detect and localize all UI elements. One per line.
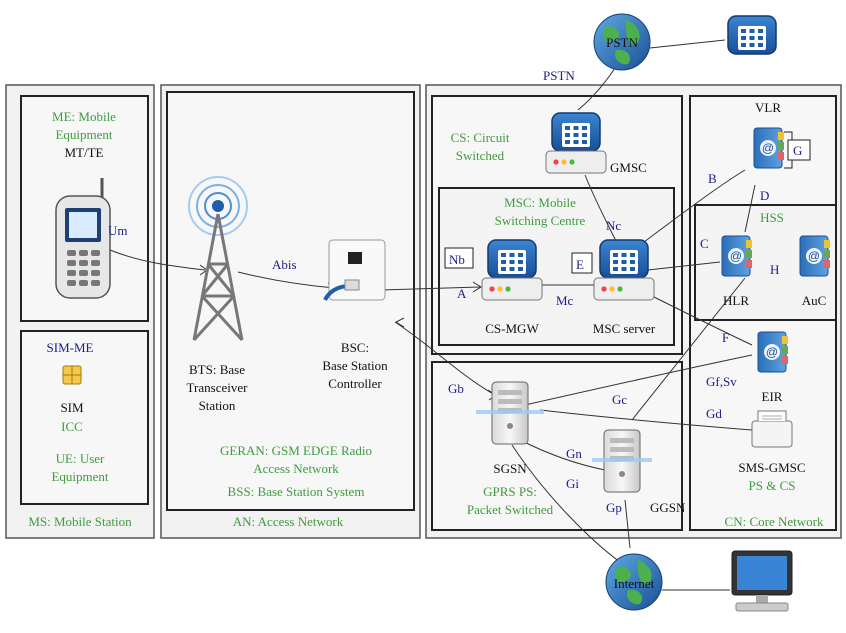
- link-sgsn-internet: [511, 444, 621, 563]
- interface-e: E: [576, 257, 584, 272]
- nb-box: [444, 247, 474, 269]
- interface-gb: Gb: [448, 381, 464, 396]
- ggsn-label: GGSN: [650, 500, 686, 515]
- sgsn-label: SGSN: [493, 461, 527, 476]
- interface-nc: Nc: [606, 218, 621, 233]
- ggsn-server-icon: [592, 429, 652, 493]
- interface-nb: Nb: [449, 252, 465, 267]
- interface-gd: Gd: [706, 406, 722, 421]
- gprs-title-line2: Packet Switched: [467, 502, 554, 517]
- bss-label: BSS: Base Station System: [228, 484, 365, 499]
- gmsc-label: GMSC: [610, 160, 647, 175]
- mt-te-label: MT/TE: [65, 145, 104, 160]
- link-bsc-csmgw: [379, 286, 481, 291]
- geran-line1: GERAN: GSM EDGE Radio: [220, 443, 372, 458]
- interface-a: A: [457, 286, 467, 301]
- pstn-label: PSTN: [543, 68, 575, 83]
- mobile-phone-icon: [55, 178, 111, 299]
- bsc-label-line1: BSC:: [341, 340, 369, 355]
- cn-footer: CN: Core Network: [725, 514, 824, 529]
- msc-server-switch-icon: [593, 239, 655, 301]
- me-title-line1: ME: Mobile: [52, 109, 116, 124]
- sgsn-server-icon: [476, 381, 544, 445]
- msc-server-label: MSC server: [593, 321, 656, 336]
- link-sgsn-ggsn: [519, 439, 606, 471]
- link-ggsn-internet: [624, 499, 631, 549]
- cs-title-line2: Switched: [456, 148, 505, 163]
- eir-label: EIR: [762, 389, 783, 404]
- gmsc-switch-icon: [545, 112, 607, 174]
- bsc-label-line3: Controller: [328, 376, 382, 391]
- g-box: [787, 139, 811, 161]
- bts-tower-icon: [188, 176, 248, 342]
- pstn-globe-label: PSTN: [606, 35, 638, 50]
- interface-f: F: [722, 330, 729, 345]
- vlr-label: VLR: [755, 100, 781, 115]
- ue-title-line1: UE: User: [56, 451, 105, 466]
- an-panel: [160, 84, 421, 539]
- link-msc-hlr: [647, 261, 721, 271]
- interface-d: D: [760, 188, 769, 203]
- msc-title-line1: MSC: Mobile: [504, 195, 576, 210]
- sim-label: SIM: [60, 400, 84, 415]
- me-title-line2: Equipment: [55, 127, 112, 142]
- link-bts-bsc: [237, 271, 336, 289]
- interface-gn: Gn: [566, 446, 582, 461]
- bsc-label-line2: Base Station: [322, 358, 388, 373]
- ps-cs-label: PS & CS: [749, 478, 796, 493]
- link-ggsn-hlr: [631, 277, 746, 421]
- link-phone-bts: [109, 249, 206, 271]
- auc-label: AuC: [802, 293, 827, 308]
- interface-h: H: [770, 262, 779, 277]
- sim-card-icon: [62, 365, 82, 385]
- link-sgsn-smsgmsc: [539, 409, 753, 431]
- interface-gc: Gc: [612, 392, 627, 407]
- vlr-database-icon: [753, 127, 785, 169]
- link-bsc-sgsn: [394, 321, 496, 396]
- interface-abis: Abis: [272, 257, 297, 272]
- interface-um: Um: [108, 223, 128, 238]
- interface-c: C: [700, 236, 709, 251]
- bsc-router-icon: [323, 239, 386, 302]
- hlr-label: HLR: [723, 293, 749, 308]
- sms-gmsc-icon: [751, 410, 793, 448]
- link-vlr-hlr: [744, 184, 756, 233]
- cs-title-line1: CS: Circuit: [451, 130, 510, 145]
- link-sgsn-eir: [524, 354, 753, 406]
- ms-footer: MS: Mobile Station: [28, 514, 132, 529]
- gprs-title-line1: GPRS PS:: [483, 484, 537, 499]
- sms-gmsc-label: SMS-GMSC: [738, 460, 805, 475]
- bts-label-line1: BTS: Base: [189, 362, 245, 377]
- interface-g: G: [793, 143, 802, 158]
- e-box: [571, 252, 593, 274]
- csmgw-switch-icon: [481, 239, 543, 301]
- hlr-database-icon: [721, 235, 753, 277]
- connection-lines: [109, 39, 756, 591]
- an-footer: AN: Access Network: [233, 514, 344, 529]
- csmgw-label: CS-MGW: [485, 321, 539, 336]
- eir-database-icon: [757, 331, 789, 373]
- interface-mc: Mc: [556, 293, 574, 308]
- ue-title-line2: Equipment: [51, 469, 108, 484]
- interface-gp: Gp: [606, 500, 622, 515]
- core-panel: [425, 84, 842, 539]
- geran-line2: Access Network: [253, 461, 339, 476]
- bts-label-line2: Transceiver: [187, 380, 249, 395]
- interface-b: B: [708, 171, 717, 186]
- icc-label: ICC: [61, 419, 83, 434]
- computer-icon: [731, 550, 793, 612]
- ms-panel: [5, 84, 155, 539]
- telephone-icon: [727, 15, 777, 55]
- link-pstn-phone: [649, 39, 726, 49]
- interface-gf-sv: Gf,Sv: [706, 374, 737, 389]
- interface-gi: Gi: [566, 476, 579, 491]
- msc-title-line2: Switching Centre: [495, 213, 586, 228]
- internet-label: Internet: [614, 576, 655, 591]
- bts-label-line3: Station: [199, 398, 236, 413]
- hss-title: HSS: [760, 210, 784, 225]
- link-msc-vlr: [639, 169, 746, 246]
- sim-me-label: SIM-ME: [47, 340, 94, 355]
- auc-database-icon: [799, 235, 831, 277]
